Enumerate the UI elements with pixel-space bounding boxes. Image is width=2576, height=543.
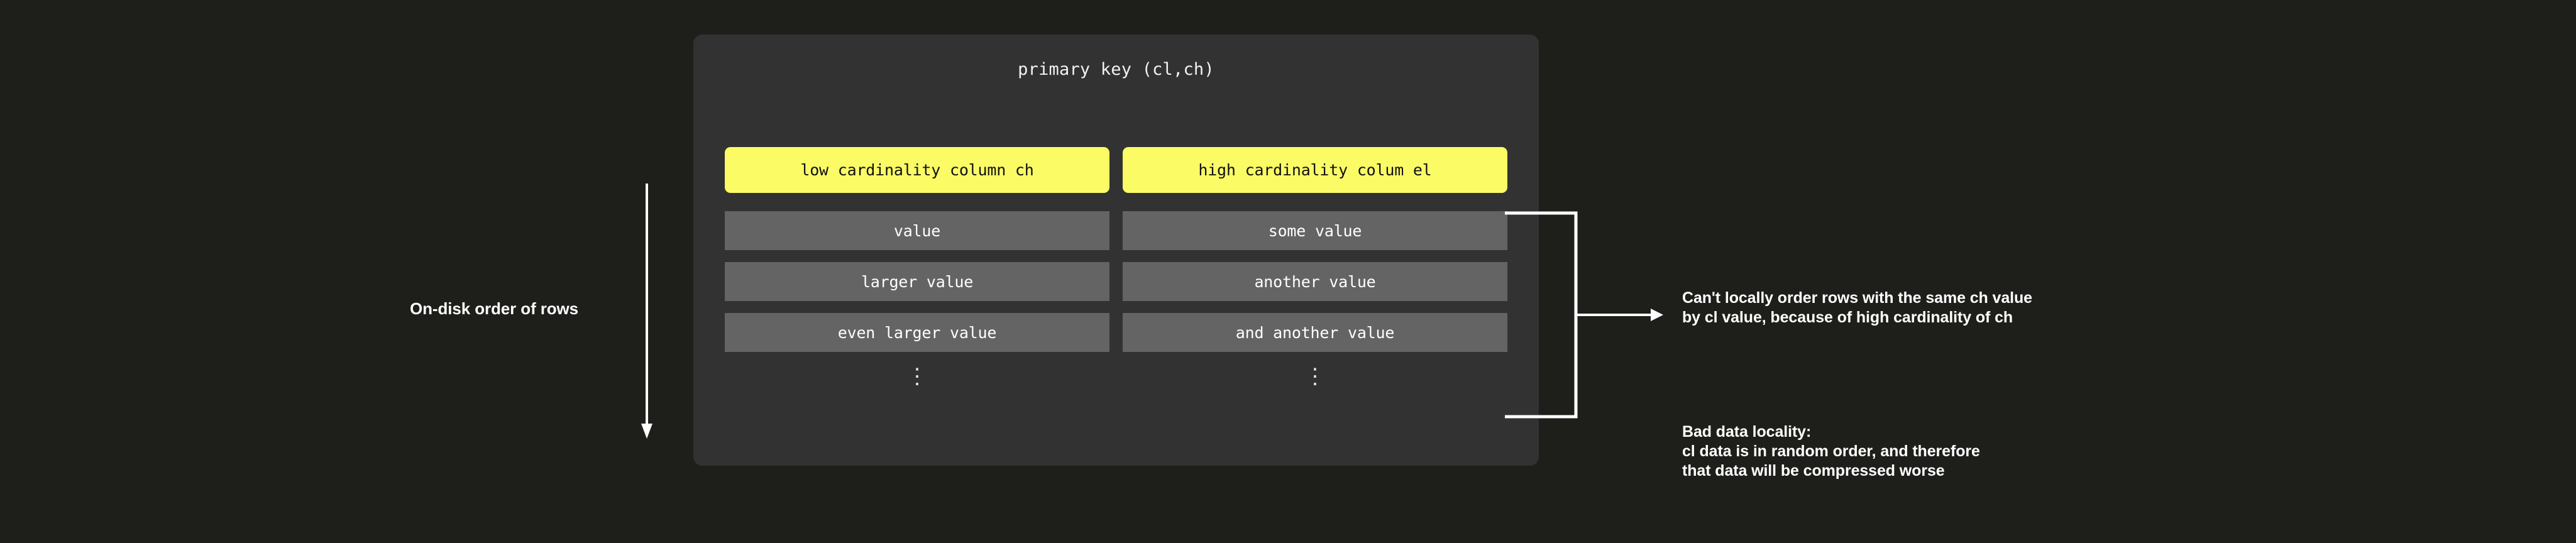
on-disk-order-label: On-disk order of rows <box>410 299 579 318</box>
vertical-ellipsis-icon: ⋮ <box>906 364 928 389</box>
note-ordering: Can't locally order rows with the same c… <box>1682 288 2032 327</box>
note-locality-line-1: Bad data locality: <box>1682 423 1812 441</box>
table-cell: value <box>725 211 1109 250</box>
note-ordering-line-2: by cl value, because of high cardinality… <box>1682 309 2013 326</box>
column-high-cardinality: high cardinality colum el some value ano… <box>1123 147 1507 401</box>
down-arrow-icon <box>641 184 652 439</box>
table-cell: another value <box>1123 262 1507 301</box>
table-cell: and another value <box>1123 313 1507 352</box>
note-locality: Bad data locality: cl data is in random … <box>1682 422 1980 481</box>
column-header-high-cardinality: high cardinality colum el <box>1123 147 1507 193</box>
note-locality-line-2: cl data is in random order, and therefor… <box>1682 442 1980 460</box>
column-low-cardinality: low cardinality column ch value larger v… <box>725 147 1109 401</box>
vertical-ellipsis-icon: ⋮ <box>1304 364 1326 389</box>
column-header-low-cardinality: low cardinality column ch <box>725 147 1109 193</box>
note-locality-line-3: that data will be compressed worse <box>1682 462 1945 480</box>
primary-key-card: primary key (cl,ch) low cardinality colu… <box>693 35 1539 466</box>
bracket-arrow-icon <box>1505 211 1663 419</box>
cell-list-high-cardinality: some value another value and another val… <box>1123 211 1507 352</box>
table-cell: even larger value <box>725 313 1109 352</box>
note-ordering-line-1: Can't locally order rows with the same c… <box>1682 289 2032 307</box>
table-cell: some value <box>1123 211 1507 250</box>
cell-list-low-cardinality: value larger value even larger value <box>725 211 1109 352</box>
primary-key-title: primary key (cl,ch) <box>1018 60 1214 79</box>
table-cell: larger value <box>725 262 1109 301</box>
